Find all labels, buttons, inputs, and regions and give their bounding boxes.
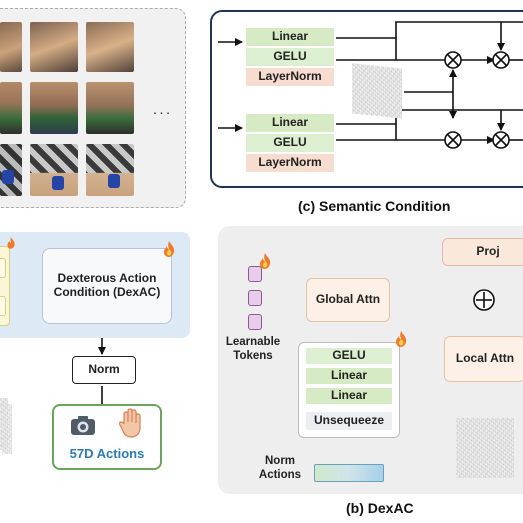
actions-label: 57D Actions <box>69 446 145 461</box>
plus-circle-icon <box>473 289 495 311</box>
proj-block: Proj <box>442 238 523 266</box>
dexac-caption: (b) DexAC <box>346 500 414 516</box>
multiply-circle-icon <box>444 51 510 149</box>
yellow-block-inner <box>0 296 6 316</box>
noise-feature-map <box>456 418 514 478</box>
layernorm-layer: LayerNorm <box>246 154 334 172</box>
layernorm-layer: LayerNorm <box>246 68 334 86</box>
blue-object <box>2 170 14 184</box>
yellow-block-inner <box>0 258 6 278</box>
hand-icon <box>119 408 141 438</box>
yellow-block <box>0 246 10 326</box>
actions-input-box <box>52 404 162 470</box>
flame-icon <box>164 241 175 257</box>
video-frame <box>0 22 22 72</box>
blue-object <box>108 174 120 188</box>
gelu-layer: GELU <box>246 134 334 152</box>
video-frame <box>0 82 22 134</box>
learnable-token <box>248 266 262 282</box>
unsqueeze-layer: Unsequeeze <box>306 412 392 430</box>
video-frame <box>30 22 78 72</box>
video-frame <box>86 82 134 134</box>
video-frame <box>86 22 134 72</box>
norm-actions-label: Norm Actions <box>258 455 302 482</box>
local-attn-block: Local Attn <box>444 336 523 382</box>
noise-feature-map <box>2 404 12 454</box>
flame-icon <box>396 331 407 347</box>
global-attn-block: Global Attn <box>306 278 390 322</box>
linear-layer: Linear <box>306 368 392 384</box>
linear-layer: Linear <box>246 114 334 132</box>
semantic-condition-caption: (c) Semantic Condition <box>298 198 451 214</box>
flame-icon <box>260 253 271 269</box>
blue-object <box>52 176 64 190</box>
frames-ellipsis: · · · <box>152 104 171 120</box>
gelu-layer: GELU <box>246 48 334 66</box>
linear-layer: Linear <box>246 28 334 46</box>
learnable-token <box>248 290 262 306</box>
noise-feature-map <box>352 63 402 119</box>
gelu-layer: GELU <box>306 348 392 364</box>
camera-icon <box>71 416 95 435</box>
learnable-token <box>248 314 262 330</box>
norm-actions-bar <box>314 464 384 482</box>
video-frame <box>30 82 78 134</box>
learnable-tokens-label: Learnable Tokens <box>225 336 281 362</box>
flame-icon <box>7 237 15 249</box>
linear-layer: Linear <box>306 388 392 404</box>
dexac-block: Dexterous Action Condition (DexAC) <box>42 248 172 324</box>
norm-block: Norm <box>72 356 136 384</box>
